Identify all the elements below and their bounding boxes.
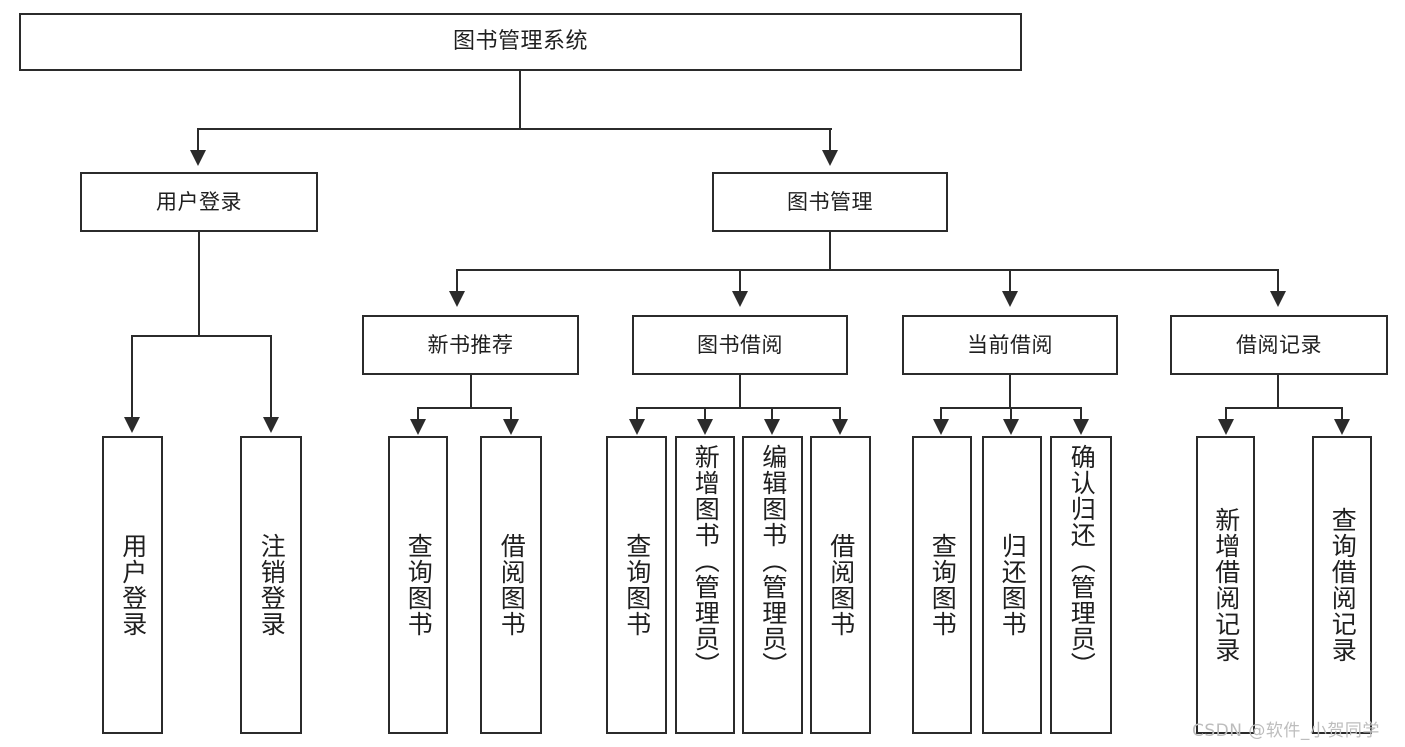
connector-bm-to-borrow-record	[1277, 269, 1279, 293]
node-label: 借阅记录	[1236, 332, 1322, 357]
connector-cb-to-leaf-1	[940, 407, 942, 421]
connector-bb-stem	[739, 375, 741, 409]
node-user-login[interactable]: 用户登录	[80, 172, 318, 232]
connector-user-login-stem	[198, 232, 200, 336]
node-label: 注销登录	[257, 533, 287, 637]
node-label: 借阅图书	[826, 533, 856, 637]
connector-bb-to-leaf-1	[636, 407, 638, 421]
node-label: 用户登录	[156, 189, 242, 214]
arrow-cb-to-leaf-3	[1073, 419, 1089, 435]
node-book-management[interactable]: 图书管理	[712, 172, 948, 232]
arrow-nbr-to-leaf-1	[410, 419, 426, 435]
node-label: 图书管理系统	[452, 29, 588, 55]
arrow-bb-to-leaf-2	[697, 419, 713, 435]
node-label: 查询借阅记录	[1328, 507, 1358, 663]
node-label: 当前借阅	[967, 332, 1053, 357]
leaf-book-borrow-borrow-book[interactable]: 借阅图书	[810, 436, 871, 734]
arrow-bb-to-leaf-1	[629, 419, 645, 435]
node-label: 图书管理	[787, 189, 873, 214]
node-label: 图书借阅	[697, 332, 783, 357]
node-label: 查询图书	[404, 533, 434, 637]
arrow-user-login-to-leaf-1	[124, 417, 140, 433]
connector-root-to-user-login	[197, 128, 199, 152]
node-label: 查询图书	[622, 533, 652, 637]
connector-user-login-bar	[132, 335, 272, 337]
connector-br-bar	[1226, 407, 1343, 409]
connector-bb-to-leaf-3	[771, 407, 773, 421]
arrow-bm-to-current-borrow	[1002, 291, 1018, 307]
leaf-book-borrow-query-book[interactable]: 查询图书	[606, 436, 667, 734]
connector-br-stem	[1277, 375, 1279, 409]
connector-nbr-to-leaf-1	[417, 407, 419, 421]
leaf-borrow-record-query-record[interactable]: 查询借阅记录	[1312, 436, 1372, 734]
node-current-borrow[interactable]: 当前借阅	[902, 315, 1118, 375]
connector-br-to-leaf-2	[1341, 407, 1343, 421]
leaf-user-login-logout[interactable]: 注销登录	[240, 436, 302, 734]
node-label: 用户登录	[118, 533, 148, 637]
arrow-bm-to-borrow-record	[1270, 291, 1286, 307]
connector-root-stem	[519, 71, 521, 129]
leaf-book-borrow-add-book-admin[interactable]: 新增图书（管理员）	[675, 436, 735, 734]
connector-bb-bar	[637, 407, 841, 409]
connector-root-to-book-management	[829, 128, 831, 152]
node-label: 查询图书	[928, 533, 958, 637]
arrow-root-to-book-management	[822, 150, 838, 166]
connector-nbr-stem	[470, 375, 472, 409]
arrow-br-to-leaf-2	[1334, 419, 1350, 435]
arrow-nbr-to-leaf-2	[503, 419, 519, 435]
arrow-cb-to-leaf-1	[933, 419, 949, 435]
node-label: 编辑图书（管理员）	[758, 444, 788, 678]
connector-bb-to-leaf-4	[839, 407, 841, 421]
connector-user-login-to-leaf-2	[270, 335, 272, 419]
arrow-user-login-to-leaf-2	[263, 417, 279, 433]
node-label: 确认归还（管理员）	[1067, 444, 1097, 678]
leaf-new-book-query-book[interactable]: 查询图书	[388, 436, 448, 734]
node-book-borrow[interactable]: 图书借阅	[632, 315, 848, 375]
leaf-current-borrow-query-book[interactable]: 查询图书	[912, 436, 972, 734]
leaf-current-borrow-return-book[interactable]: 归还图书	[982, 436, 1042, 734]
arrow-root-to-user-login	[190, 150, 206, 166]
connector-nbr-bar	[418, 407, 512, 409]
arrow-br-to-leaf-1	[1218, 419, 1234, 435]
arrow-bb-to-leaf-3	[764, 419, 780, 435]
arrow-cb-to-leaf-2	[1003, 419, 1019, 435]
connector-root-bar	[198, 128, 832, 130]
arrow-bb-to-leaf-4	[832, 419, 848, 435]
connector-bm-to-new-book	[456, 269, 458, 293]
arrow-bm-to-new-book	[449, 291, 465, 307]
connector-cb-stem	[1009, 375, 1011, 409]
node-label: 新增图书（管理员）	[691, 444, 721, 678]
leaf-current-borrow-confirm-return-admin[interactable]: 确认归还（管理员）	[1050, 436, 1112, 734]
leaf-new-book-borrow-book[interactable]: 借阅图书	[480, 436, 542, 734]
connector-bb-to-leaf-2	[704, 407, 706, 421]
leaf-book-borrow-edit-book-admin[interactable]: 编辑图书（管理员）	[742, 436, 803, 734]
connector-nbr-to-leaf-2	[510, 407, 512, 421]
connector-bm-to-book-borrow	[739, 269, 741, 293]
node-root-book-management-system[interactable]: 图书管理系统	[19, 13, 1022, 71]
leaf-borrow-record-add-record[interactable]: 新增借阅记录	[1196, 436, 1255, 734]
connector-cb-to-leaf-2	[1010, 407, 1012, 421]
arrow-bm-to-book-borrow	[732, 291, 748, 307]
connector-book-management-stem	[829, 232, 831, 270]
connector-br-to-leaf-1	[1225, 407, 1227, 421]
node-new-book-recommend[interactable]: 新书推荐	[362, 315, 579, 375]
node-label: 借阅图书	[497, 533, 527, 637]
connector-cb-to-leaf-3	[1080, 407, 1082, 421]
node-label: 新书推荐	[427, 332, 514, 357]
connector-user-login-to-leaf-1	[131, 335, 133, 419]
node-borrow-record[interactable]: 借阅记录	[1170, 315, 1388, 375]
node-label: 新增借阅记录	[1211, 507, 1241, 663]
node-label: 归还图书	[998, 533, 1028, 637]
connector-book-management-bar	[457, 269, 1279, 271]
leaf-user-login-login[interactable]: 用户登录	[102, 436, 163, 734]
connector-bm-to-current-borrow	[1009, 269, 1011, 293]
